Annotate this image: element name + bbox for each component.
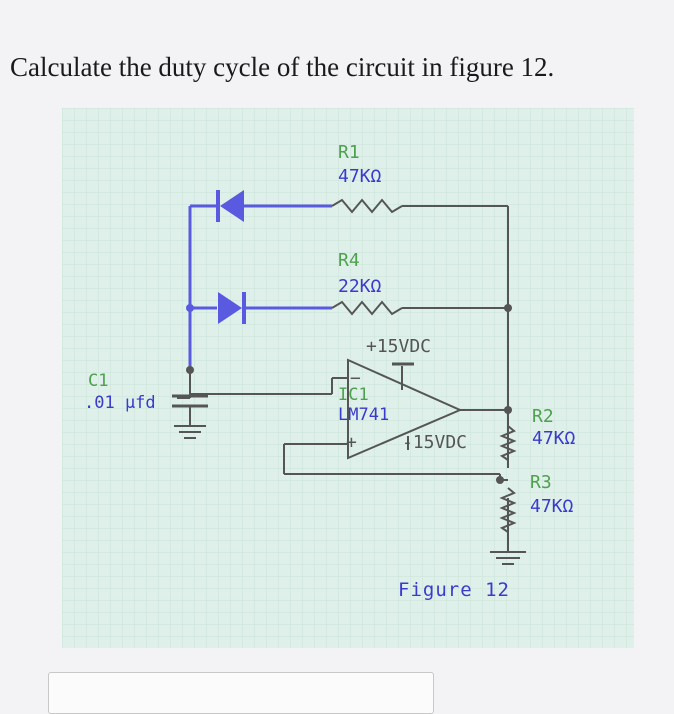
r4-value: 22KΩ [338,276,382,297]
ic-part: LM741 [338,405,389,425]
r4-name: R4 [338,250,360,271]
r3-value: 47KΩ [530,496,574,517]
pin-minus: − [350,368,361,389]
opamp-icon [347,358,463,460]
junction-dots [186,304,512,484]
blue-wires [188,204,332,370]
diode-top-icon [216,190,244,222]
resistor-r2-icon [499,425,517,461]
c1-value: .01 µfd [84,393,156,413]
resistor-r4-icon [331,300,403,316]
r2-name: R2 [532,406,554,427]
ground-c1-icon [174,425,206,439]
gray-wires [177,205,509,552]
ic-name: IC1 [338,385,369,405]
r2-value: 47KΩ [532,428,576,449]
ground-r3-icon [490,551,526,565]
r3-name: R3 [530,472,552,493]
diode-bottom-icon [218,292,246,324]
vminus-label: -15VDC [402,432,467,453]
answer-input-box[interactable] [48,672,434,714]
vplus-label: +15VDC [366,336,431,357]
r1-name: R1 [338,142,360,163]
circuit-figure: R1 47KΩ R4 22KΩ +15VDC C1 .01 µfd IC1 LM… [62,108,634,648]
pin-plus: + [346,432,357,453]
r1-value: 47KΩ [338,166,382,187]
circuit-schematic: R1 47KΩ R4 22KΩ +15VDC C1 .01 µfd IC1 LM… [62,108,634,648]
figure-caption: Figure 12 [398,579,510,601]
c1-name: C1 [88,371,108,391]
resistor-r3-icon [499,487,517,533]
resistor-r1-icon [331,198,403,214]
question-text: Calculate the duty cycle of the circuit … [10,52,555,82]
